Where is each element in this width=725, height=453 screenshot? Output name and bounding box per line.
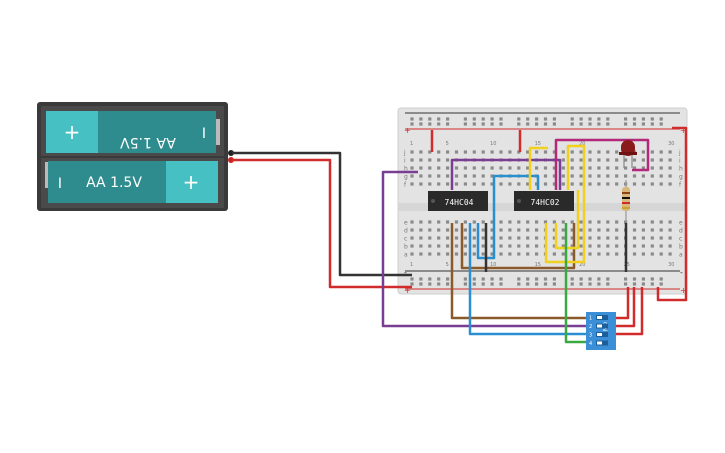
dip-switch-position-label: 1	[589, 316, 592, 322]
row-letter: h	[679, 166, 683, 173]
chip-74hc04-label: 74HC04	[445, 198, 474, 207]
dip-switch-knob[interactable]	[597, 333, 602, 336]
wire-purple-1	[381, 170, 588, 328]
rail-minus-label-bottom-right: -	[680, 268, 683, 277]
dip-switch-keys: 1 2 3 4	[589, 315, 608, 347]
wire-yellow-1	[528, 146, 548, 190]
dip-switch-position-label: 4	[589, 341, 592, 347]
wire-red-power	[232, 158, 412, 289]
chip-74hc02[interactable]: 74HC02	[514, 191, 574, 211]
rail-minus-label-bottom: -	[404, 268, 407, 277]
row-letter: f	[679, 182, 682, 189]
battery-cell-top: + AA 1.5V I	[46, 111, 220, 153]
wire-blue-1	[468, 223, 588, 336]
column-number: 1	[410, 141, 413, 147]
column-number: 5	[446, 262, 449, 268]
dip-switch-position-label: 2	[589, 324, 592, 330]
row-letter: d	[404, 228, 408, 235]
row-letter: b	[679, 244, 683, 251]
row-letter: i	[679, 158, 681, 165]
column-number: 10	[490, 141, 496, 147]
chip-74hc04[interactable]: 74HC04	[428, 191, 488, 211]
row-letter: e	[679, 220, 683, 227]
led-red[interactable]	[619, 140, 637, 168]
rail-plus-label-top: +	[404, 126, 411, 135]
wire-blue-2	[476, 174, 540, 260]
wire-brown-2	[460, 223, 576, 270]
column-number: 1	[410, 262, 413, 268]
column-number: 5	[446, 141, 449, 147]
column-number: 30	[668, 141, 674, 147]
row-letter: j	[678, 150, 681, 157]
row-letter: f	[404, 182, 407, 189]
cell-bottom-label: AA 1.5V	[86, 175, 142, 191]
wire-red-switch-2	[614, 287, 636, 328]
rail-plus-label-bottom-right: +	[680, 286, 687, 295]
wires[interactable]	[232, 126, 688, 344]
row-letter: d	[679, 228, 683, 235]
row-letter: g	[404, 174, 408, 181]
cell-bottom-plus: +	[183, 170, 200, 194]
dip-switch-position-label: 3	[589, 333, 592, 339]
row-letter: c	[404, 236, 407, 243]
row-letter: h	[404, 166, 408, 173]
dip-switch-knob[interactable]	[597, 341, 602, 345]
dip-switch-knob[interactable]	[597, 324, 602, 328]
wire-black-ground	[232, 151, 412, 277]
breadboard-holes	[410, 117, 672, 286]
row-letter: b	[404, 244, 408, 251]
wire-yellow-2	[544, 144, 586, 264]
wire-purple-2	[450, 158, 562, 190]
column-number: 15	[535, 141, 541, 147]
wire-red-right	[656, 126, 688, 302]
row-letter: a	[404, 252, 408, 259]
cell-top-plus: +	[64, 120, 81, 144]
wire-red-switch-1	[614, 287, 630, 320]
row-letter: a	[679, 252, 683, 259]
column-number: 20	[579, 262, 585, 268]
cell-top-label: AA 1.5V	[120, 134, 176, 150]
wire-brown	[450, 223, 588, 320]
row-letter: i	[404, 158, 406, 165]
wire-magenta	[554, 138, 650, 190]
wire-red-switch-3	[614, 287, 644, 336]
cell-top-minus: I	[202, 126, 206, 142]
row-letter: g	[679, 174, 683, 181]
resistor[interactable]	[622, 180, 630, 222]
wire-green	[564, 223, 588, 344]
column-number: 15	[535, 262, 541, 268]
battery-pack[interactable]: + AA 1.5V I I AA 1.5V +	[37, 102, 234, 211]
rail-plus-label-bottom: +	[404, 286, 411, 295]
row-letter: e	[404, 220, 408, 227]
row-letter: c	[679, 236, 682, 243]
column-number: 10	[490, 262, 496, 268]
column-number: 30	[668, 262, 674, 268]
column-number: 20	[579, 141, 585, 147]
rail-plus-label-top-right: +	[680, 126, 687, 135]
dip-switch-knob[interactable]	[597, 316, 602, 319]
cell-bottom-minus: I	[58, 176, 62, 192]
battery-cell-bottom: I AA 1.5V +	[45, 161, 218, 203]
chip-74hc02-label: 74HC02	[531, 198, 560, 207]
battery-terminal-positive	[228, 157, 234, 163]
row-letter: j	[403, 150, 406, 157]
battery-terminal-negative	[228, 150, 234, 156]
